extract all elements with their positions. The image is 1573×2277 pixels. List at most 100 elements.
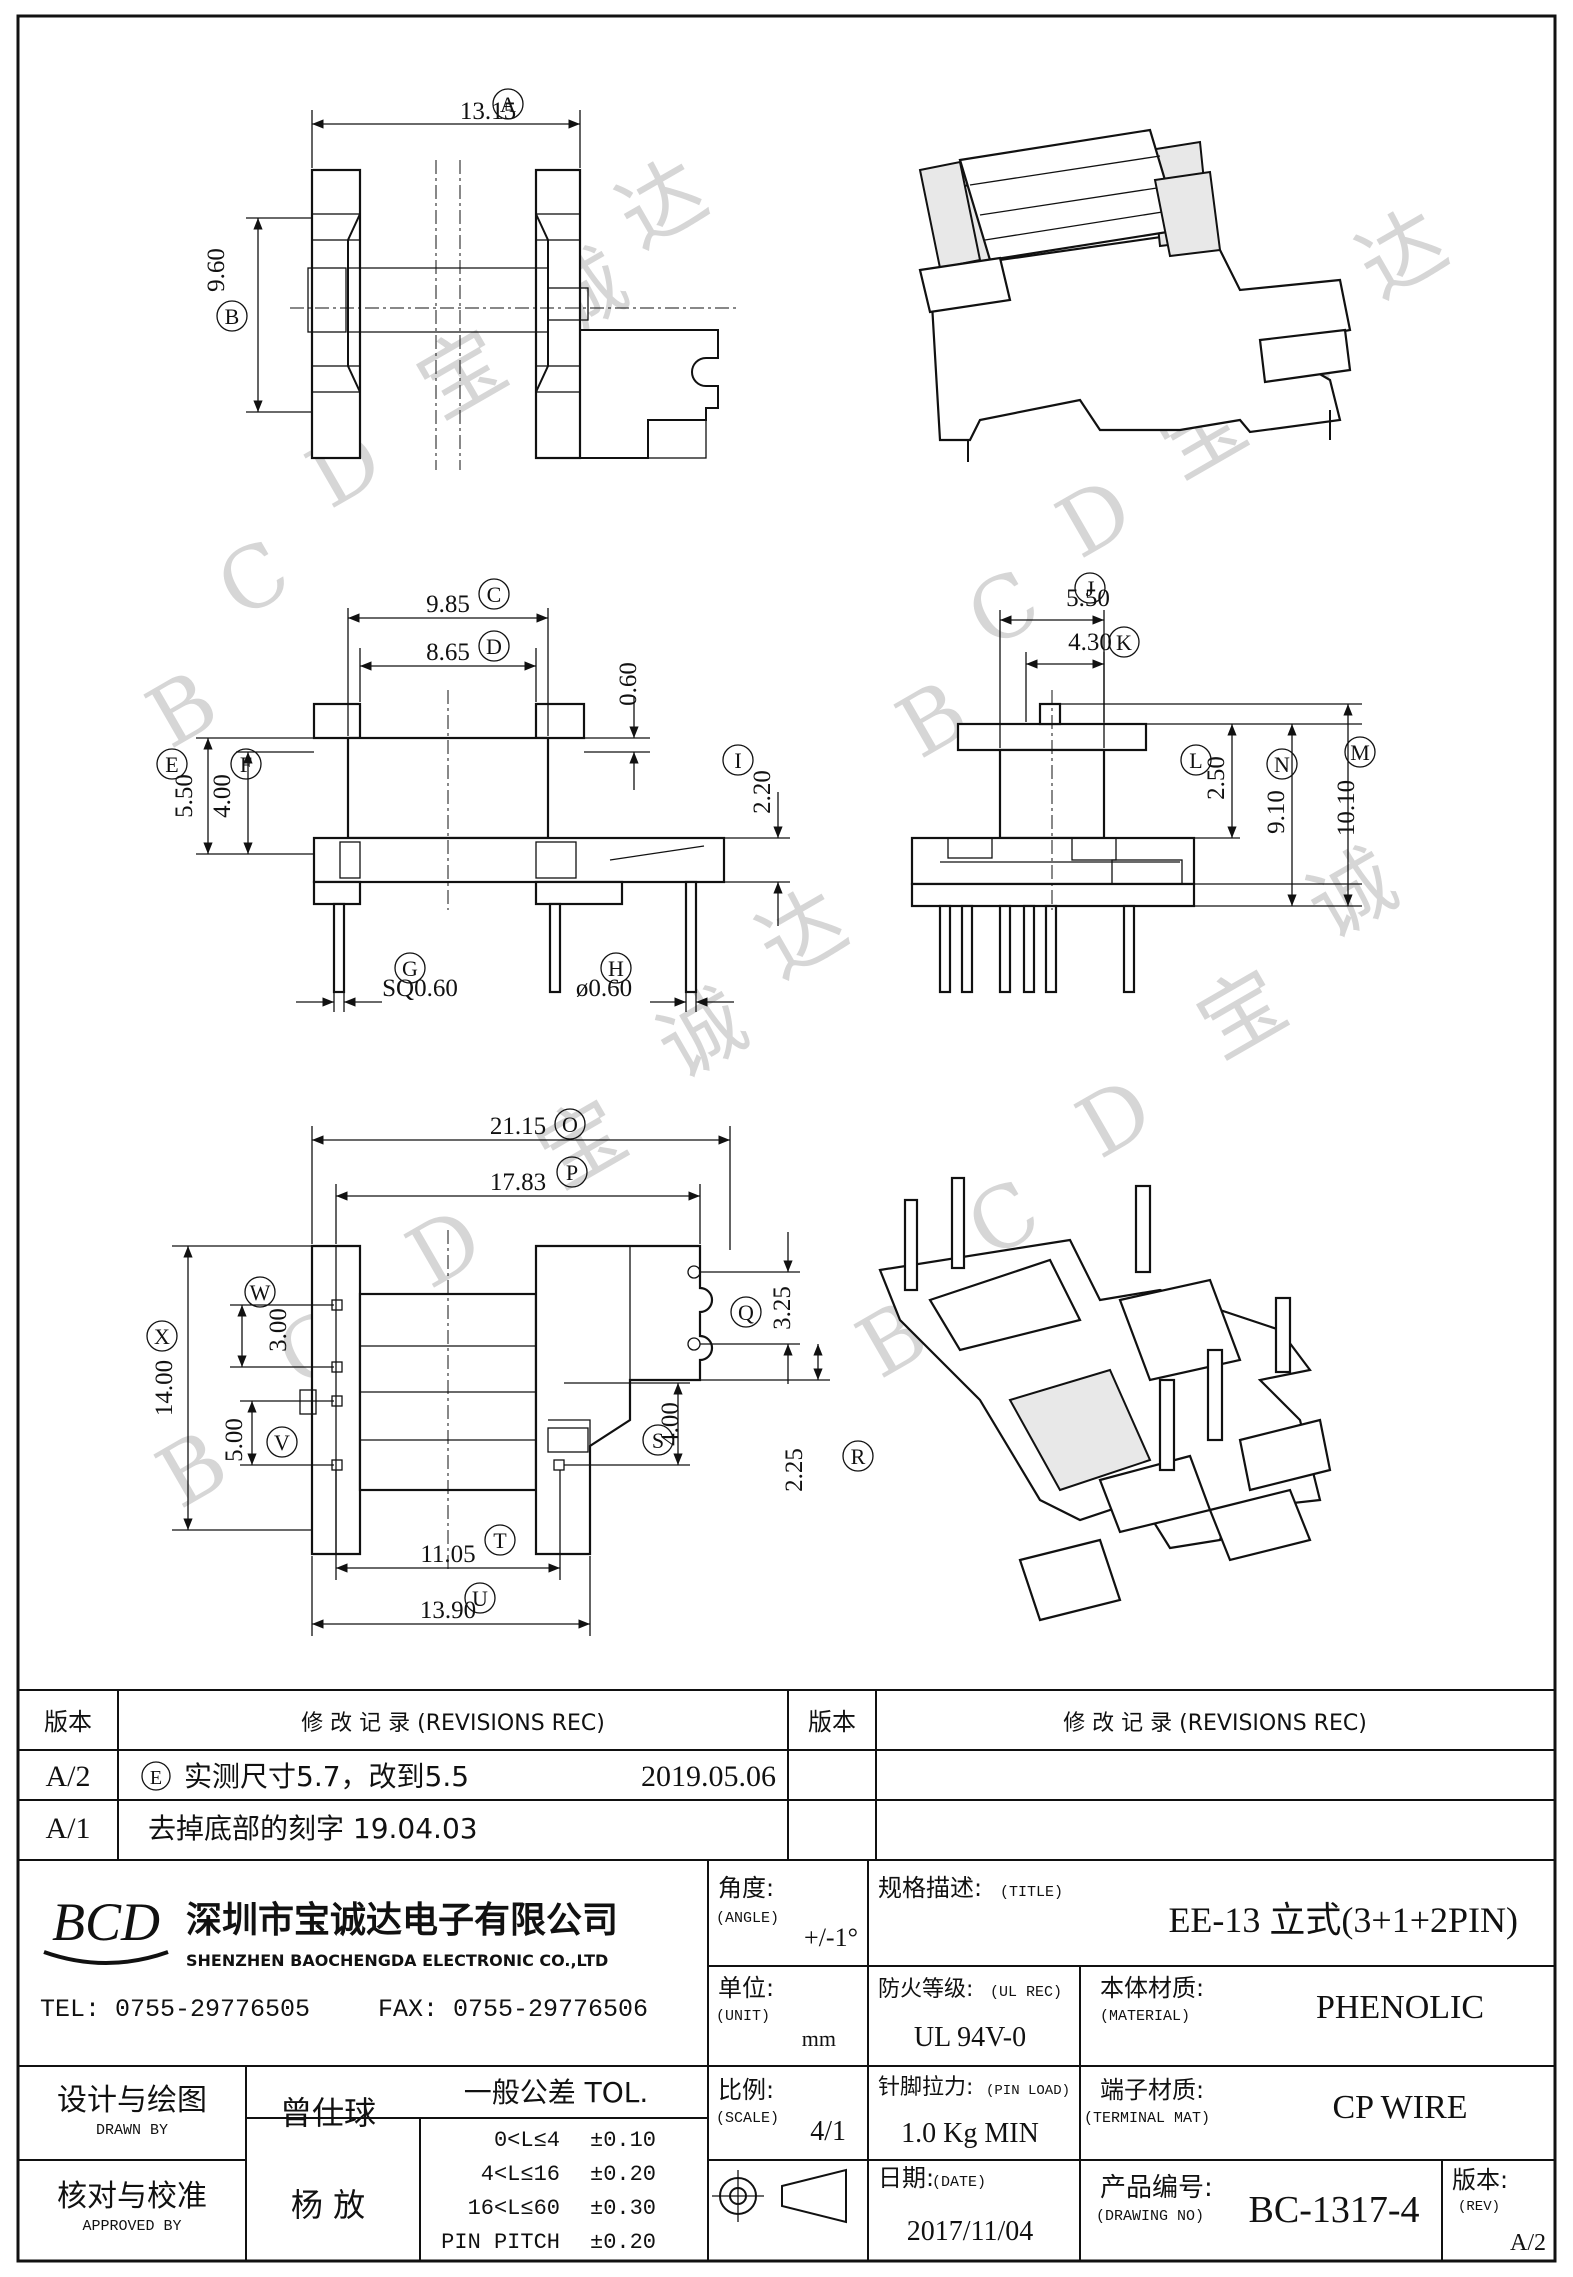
dim-value: 9.10 (1263, 790, 1290, 834)
company-tel: TEL: 0755-29776505 (40, 1995, 310, 2024)
title-block-grid (18, 1689, 1555, 2261)
dim-value: 0.60 (615, 662, 642, 706)
dim-letter: S (652, 1428, 664, 1453)
dim-value: 21.15 (490, 1113, 546, 1140)
watermark-glyph: 达 (1341, 190, 1463, 317)
revisions-table: 版本 修 改 记 录 (REVISIONS REC) 版本 修 改 记 录 (R… (44, 1708, 1367, 1845)
dim-letter-circle (1266, 748, 1298, 780)
dim-value: 5.50 (171, 774, 198, 818)
dim-value: 5.00 (221, 1418, 248, 1462)
rev-row-ver: A/2 (46, 1760, 91, 1793)
dim-letter: A (500, 92, 516, 117)
dim-letter-circle (600, 952, 632, 984)
dim-value: 14.00 (151, 1360, 178, 1416)
dim-letter-circle (244, 1276, 276, 1308)
title-block-fields: 角度: (ANGLE) +/-1° 规格描述: (TITLE) EE-13 立式… (57, 1874, 1546, 2256)
pin-label: 针脚拉力: (878, 2075, 973, 2100)
tolerance-value: ±0.20 (590, 2230, 656, 2255)
company-name-cn: 深圳市宝诚达电子有限公司 (186, 1900, 618, 1941)
drawing-en: (DRAWING NO) (1096, 2208, 1204, 2225)
watermark-glyph: B (881, 662, 983, 778)
rev-row-text: 实测尺寸5.7，改到5.5 (184, 1760, 469, 1793)
drawn-value: 曾仕球 (280, 2094, 376, 2132)
dim-value: 10.10 (1333, 780, 1360, 836)
dim-value: 2.20 (749, 770, 776, 814)
date-value: 2017/11/04 (907, 2216, 1034, 2247)
dim-letter: F (240, 752, 252, 777)
terminal-label: 端子材质: (1100, 2076, 1204, 2104)
dim-letter-circle (156, 748, 188, 780)
tolerance-value: ±0.10 (590, 2128, 656, 2153)
angle-label: 角度: (718, 1874, 774, 1902)
terminal-en: (TERMINAL MAT) (1084, 2110, 1210, 2127)
material-label: 本体材质: (1100, 1974, 1204, 2002)
tolerance-value: ±0.20 (590, 2162, 656, 2187)
rev-header-ver-left: 版本 (44, 1708, 92, 1736)
dim-letter: B (225, 304, 240, 329)
ul-value: UL 94V-0 (914, 2022, 1026, 2053)
tolerance-range: PIN PITCH (441, 2230, 560, 2255)
pin-value: 1.0 Kg MIN (901, 2118, 1039, 2149)
view-top (246, 110, 740, 470)
dim-letter: K (1116, 630, 1132, 655)
dim-value: 5.50 (1066, 585, 1110, 612)
approved-value: 杨 放 (291, 2186, 365, 2224)
dim-value: 2.25 (781, 1448, 808, 1492)
watermark-glyph: 宝 (1181, 950, 1303, 1077)
rev-header-rec-right: 修 改 记 录 (REVISIONS REC) (1063, 1711, 1367, 1736)
material-value: PHENOLIC (1316, 1989, 1484, 2026)
dim-value: 13.90 (420, 1597, 476, 1624)
dim-letter: I (734, 748, 741, 773)
tolerance-range: 16<L≤60 (468, 2196, 560, 2221)
dim-letter-circle (394, 952, 426, 984)
watermark-glyph: D (1041, 459, 1148, 578)
dim-letter-circle (556, 1156, 588, 1188)
company-fax: FAX: 0755-29776506 (378, 1995, 648, 2024)
dim-value: 9.85 (426, 591, 470, 618)
dim-value: 17.83 (490, 1169, 546, 1196)
view-side (910, 610, 1362, 994)
company-name-en: SHENZHEN BAOCHENGDA ELECTRONIC CO.,LTD (186, 1951, 608, 1970)
tolerance-value: ±0.30 (590, 2196, 656, 2221)
dim-value: 2.50 (1203, 756, 1230, 800)
dim-letter-circle (642, 1424, 674, 1456)
unit-label: 单位: (718, 1974, 774, 2002)
unit-en: (UNIT) (716, 2008, 770, 2025)
title-value: EE-13 立式(3+1+2PIN) (1168, 1900, 1518, 1940)
title-en: (TITLE) (1000, 1884, 1063, 1901)
company-block: BCD 深圳市宝诚达电子有限公司 SHENZHEN BAOCHENGDA ELE… (40, 1892, 648, 2024)
dim-letter: G (402, 956, 418, 981)
angle-en: (ANGLE) (716, 1910, 779, 1927)
dim-letter: D (486, 634, 502, 659)
dim-letter: U (472, 1586, 488, 1611)
dim-value: 11.05 (420, 1541, 475, 1568)
sheet-border (16, 14, 1557, 2263)
watermark-glyph: C (951, 550, 1056, 667)
tolerance-range: 0<L≤4 (494, 2128, 560, 2153)
dim-letter-circle (492, 88, 524, 120)
tol-label: 一般公差 TOL. (464, 2076, 649, 2109)
watermark-glyph: 达 (601, 140, 723, 267)
dim-letter-circle (842, 1440, 874, 1472)
watermark-glyph: 宝 (401, 310, 523, 437)
angle-value: +/-1° (804, 1923, 858, 1952)
watermark-glyph: B (131, 652, 233, 768)
date-label: 日期: (878, 2164, 934, 2192)
rev-header-rec-left: 修 改 记 录 (REVISIONS REC) (301, 1711, 605, 1736)
dim-letter: R (851, 1444, 866, 1469)
dim-letter-circle (266, 1426, 298, 1458)
dim-letter-circle (1344, 736, 1376, 768)
rev-en: (REV) (1458, 2199, 1500, 2215)
projection-symbol (712, 2168, 847, 2224)
dim-value: 3.00 (265, 1308, 292, 1352)
dim-letter-circle (730, 1296, 762, 1328)
dim-letter-circle (1074, 572, 1106, 604)
rev-row-circle-letter: E (150, 1767, 162, 1789)
dim-letter-circle (478, 578, 510, 610)
dim-letter-circle (554, 1108, 586, 1140)
